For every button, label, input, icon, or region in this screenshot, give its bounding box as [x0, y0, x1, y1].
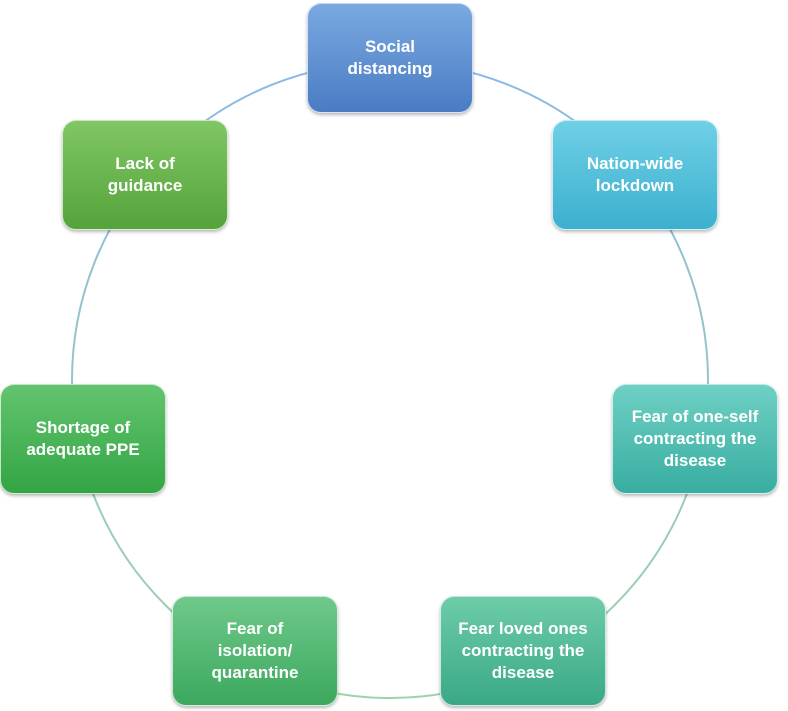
node-fear-loved-ones: Fear loved ones contracting the disease [440, 596, 606, 706]
node-fear-of-one-self: Fear of one-self contracting the disease [612, 384, 778, 494]
node-lack-of-guidance: Lack of guidance [62, 120, 228, 230]
node-social-distancing: Social distancing [307, 3, 473, 113]
node-nation-wide-lockdown: Nation-wide lockdown [552, 120, 718, 230]
node-shortage-of-ppe: Shortage of adequate PPE [0, 384, 166, 494]
node-fear-of-isolation: Fear of isolation/ quarantine [172, 596, 338, 706]
